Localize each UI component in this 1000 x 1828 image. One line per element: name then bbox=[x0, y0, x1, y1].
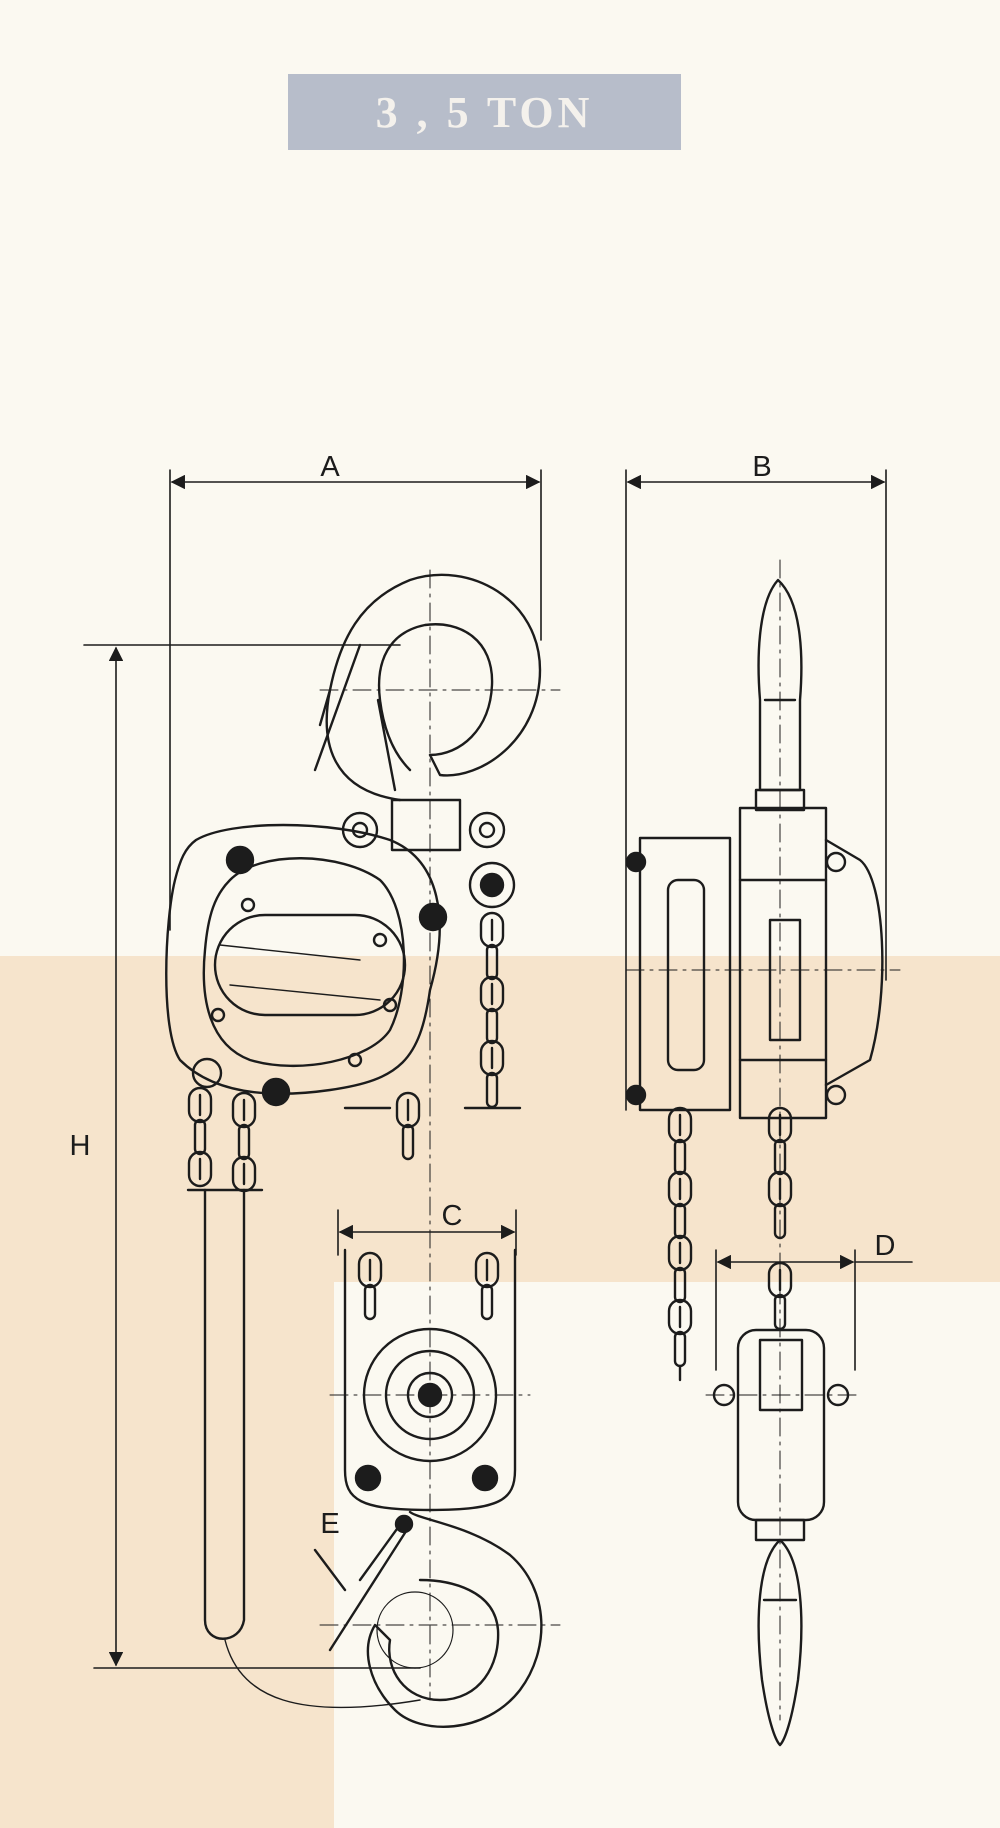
gear-housing bbox=[165, 823, 448, 1107]
bottom-hook: E bbox=[224, 1508, 561, 1728]
dimension-e-label: E bbox=[320, 1508, 339, 1540]
top-hook bbox=[313, 569, 561, 1701]
dimension-a-label: A bbox=[320, 451, 340, 483]
side-top-hook bbox=[754, 559, 806, 1721]
side-load-chain bbox=[767, 1106, 793, 1331]
side-view: B bbox=[625, 451, 913, 1747]
dimension-d-label: D bbox=[875, 1230, 896, 1262]
dimension-b: B bbox=[625, 451, 887, 1111]
title-banner: 3 , 5 TON bbox=[288, 74, 681, 150]
dimension-a: A bbox=[169, 451, 542, 931]
front-view: A H bbox=[70, 451, 561, 1728]
load-chain-middle bbox=[343, 1091, 421, 1161]
load-chain-right bbox=[463, 861, 522, 1110]
bottom-block bbox=[329, 1248, 531, 1512]
hand-chain bbox=[186, 1057, 264, 1640]
dimension-h: H bbox=[70, 644, 421, 1669]
dimension-b-label: B bbox=[752, 451, 771, 483]
dimension-c-label: C bbox=[442, 1200, 463, 1232]
dimension-d: D bbox=[715, 1230, 913, 1371]
capacity-title: 3 , 5 TON bbox=[375, 87, 594, 137]
side-housing bbox=[625, 806, 901, 1120]
dimension-h-label: H bbox=[70, 1130, 91, 1162]
side-bottom-block bbox=[705, 1328, 857, 1747]
dimension-c: C bbox=[337, 1200, 517, 1256]
background-tint-lower-left bbox=[0, 1282, 334, 1828]
side-hand-chain bbox=[667, 1106, 693, 1382]
